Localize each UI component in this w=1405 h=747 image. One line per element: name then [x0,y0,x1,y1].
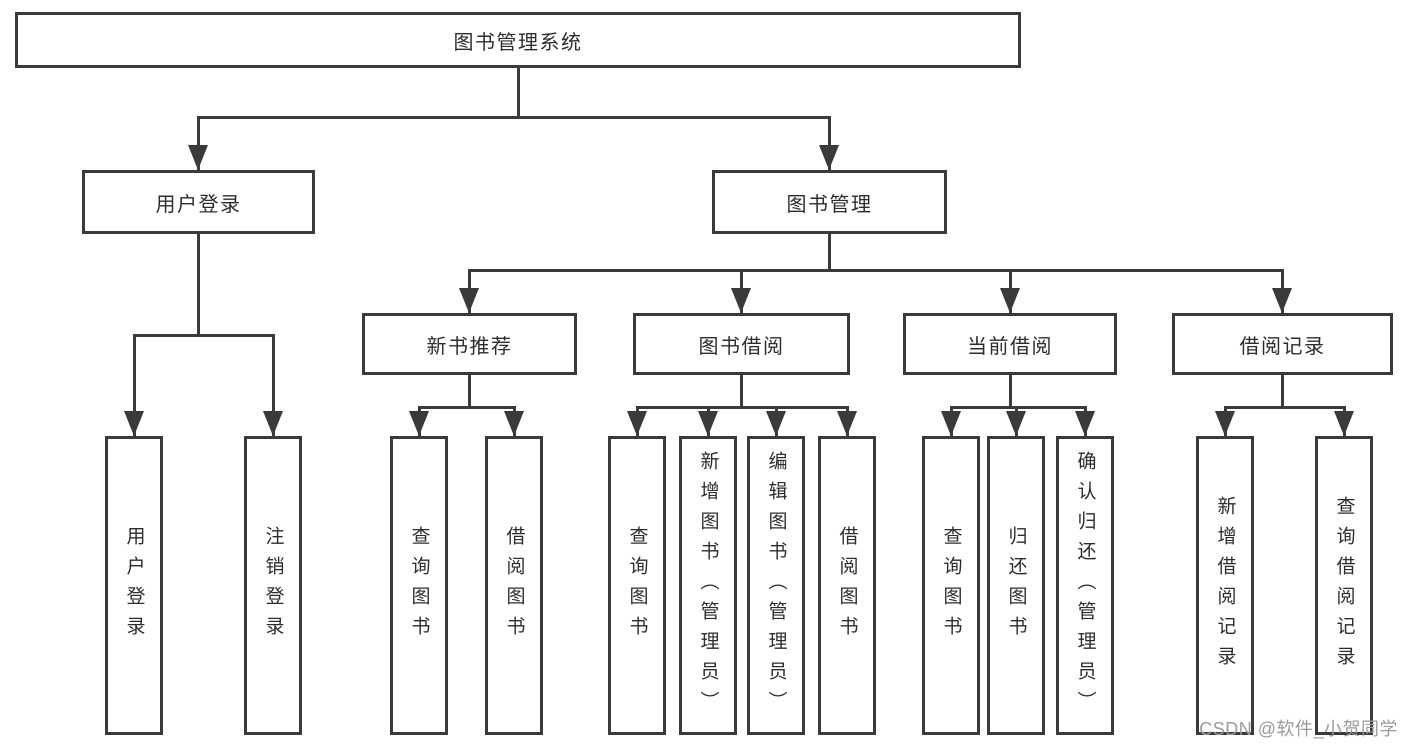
connector-user-login-bar [132,334,275,337]
connector-user-login-stub [196,234,200,335]
leaf-query-borrow-record: 查询借阅记录 [1315,436,1373,735]
leaf-add-book-admin-label: 新增图书（管理员） [697,450,719,721]
node-user-login-label: 用户登录 [155,193,242,216]
leaf-logout-label: 注销登录 [262,525,284,646]
leaf-user-login: 用户登录 [105,436,163,735]
arrow-down-icon [1223,407,1227,436]
leaf-edit-book-admin-label: 编辑图书（管理员） [765,450,787,721]
node-book-management-label: 图书管理 [786,193,873,216]
arrow-down-icon [467,270,471,313]
leaf-newbook-query-book-label: 查询图书 [408,525,430,646]
node-new-book-recommend: 新书推荐 [362,313,577,375]
arrow-down-icon [1014,407,1018,436]
connector-new-book-bar [417,406,516,409]
arrow-down-icon [417,407,421,436]
leaf-borrowing-borrow-book-label: 借阅图书 [836,525,858,646]
arrow-down-icon [739,270,743,313]
connector-root-stub [516,68,520,117]
arrow-down-icon [271,335,275,436]
leaf-newbook-query-book: 查询图书 [390,436,448,735]
leaf-return-book: 归还图书 [987,436,1045,735]
connector-borrowing-records-stub [1280,375,1284,407]
node-borrowing-records: 借阅记录 [1172,313,1393,375]
leaf-user-login-label: 用户登录 [123,525,145,646]
node-root: 图书管理系统 [15,12,1021,68]
arrow-down-icon [196,117,200,170]
arrow-down-icon [1342,407,1346,436]
watermark: CSDN @软件_小贺同学 [1199,719,1398,739]
connector-book-mgmt-stub [827,234,831,270]
arrow-down-icon [706,407,710,436]
connector-current-borrowing-bar [949,406,1087,409]
leaf-confirm-return-admin-label: 确认归还（管理员） [1074,450,1096,721]
leaf-add-borrow-record: 新增借阅记录 [1196,436,1254,735]
arrow-down-icon [1280,270,1284,313]
connector-book-borrowing-stub [739,375,743,407]
node-current-borrowing: 当前借阅 [903,313,1117,375]
arrow-down-icon [132,335,136,436]
leaf-add-borrow-record-label: 新增借阅记录 [1214,495,1236,676]
arrow-down-icon [1008,270,1012,313]
node-borrowing-records-label: 借阅记录 [1239,335,1326,358]
leaf-current-query-book: 查询图书 [922,436,980,735]
arrow-down-icon [949,407,953,436]
arrow-down-icon [827,117,831,170]
leaf-borrowing-borrow-book: 借阅图书 [818,436,876,735]
connector-level3-bar [467,269,1284,272]
connector-new-book-stub [467,375,471,407]
arrow-down-icon [635,407,639,436]
leaf-edit-book-admin: 编辑图书（管理员） [747,436,805,735]
node-book-borrowing-label: 图书借阅 [698,335,785,358]
node-new-book-recommend-label: 新书推荐 [426,335,513,358]
leaf-current-query-book-label: 查询图书 [940,525,962,646]
node-book-borrowing: 图书借阅 [633,313,850,375]
node-book-management: 图书管理 [712,170,947,234]
leaf-add-book-admin: 新增图书（管理员） [679,436,737,735]
connector-current-borrowing-stub [1008,375,1012,407]
arrow-down-icon [512,407,516,436]
connector-borrowing-records-bar [1223,406,1346,409]
leaf-borrowing-query-book: 查询图书 [608,436,666,735]
leaf-logout: 注销登录 [244,436,302,735]
leaf-newbook-borrow-book-label: 借阅图书 [503,525,525,646]
leaf-return-book-label: 归还图书 [1005,525,1027,646]
leaf-borrowing-query-book-label: 查询图书 [626,525,648,646]
leaf-confirm-return-admin: 确认归还（管理员） [1056,436,1114,735]
connector-level2-bar [196,116,831,119]
node-root-label: 图书管理系统 [453,31,583,54]
arrow-down-icon [774,407,778,436]
leaf-query-borrow-record-label: 查询借阅记录 [1333,495,1355,676]
arrow-down-icon [1083,407,1087,436]
arrow-down-icon [845,407,849,436]
connector-book-borrowing-bar [635,406,849,409]
leaf-newbook-borrow-book: 借阅图书 [485,436,543,735]
node-user-login: 用户登录 [82,170,315,234]
node-current-borrowing-label: 当前借阅 [967,335,1053,358]
